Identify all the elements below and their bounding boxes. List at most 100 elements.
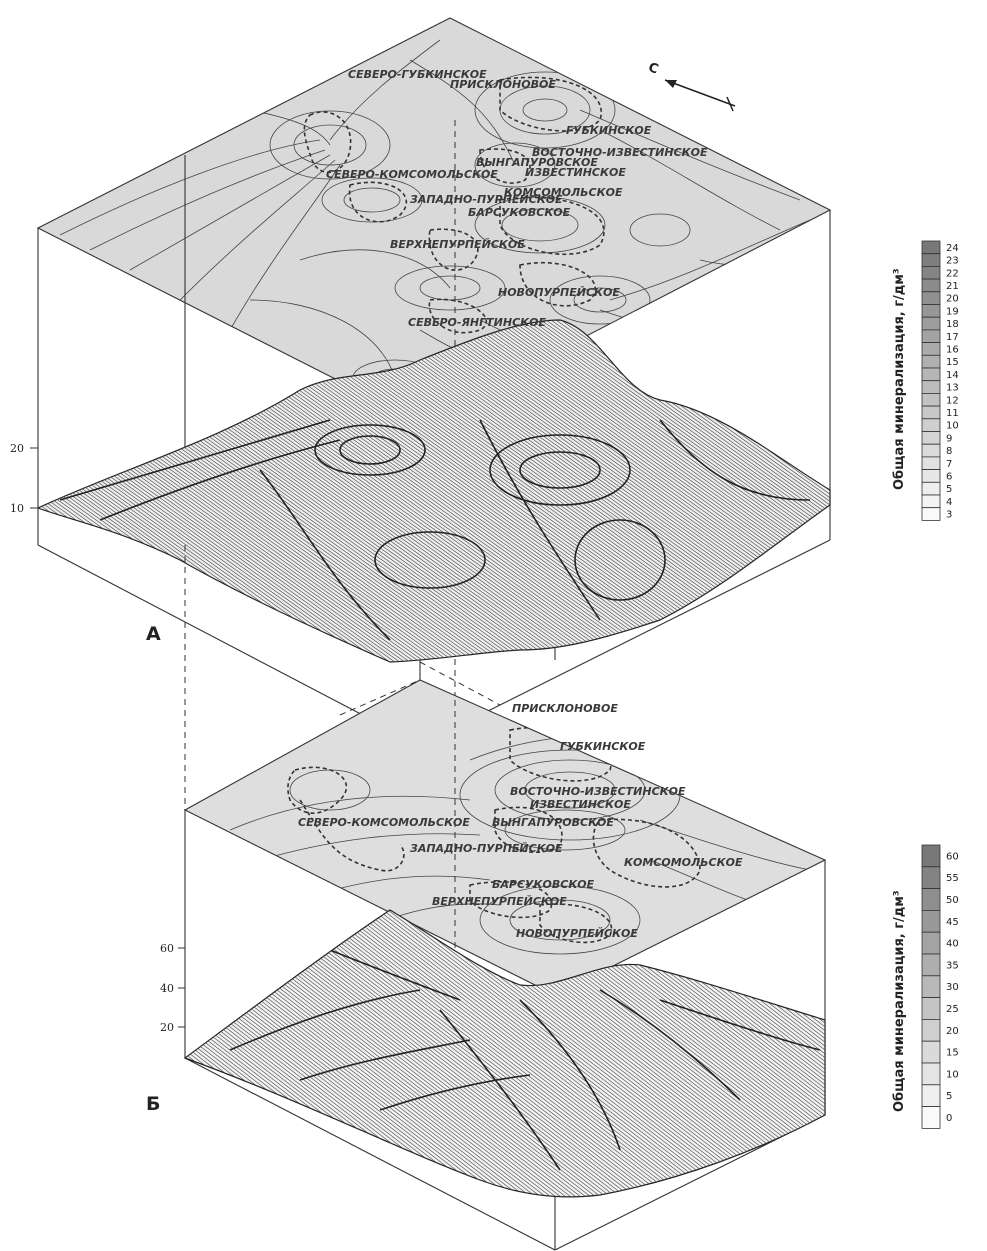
hatch-line bbox=[477, 320, 830, 662]
legend-value: 4 bbox=[946, 497, 952, 508]
hatch-line bbox=[980, 900, 987, 1210]
legend-value: 60 bbox=[946, 851, 959, 862]
legend-swatch bbox=[921, 1019, 941, 1042]
hatch-line bbox=[960, 900, 987, 1210]
field-label: ИЗВЕСТИНСКОЕ bbox=[525, 166, 626, 179]
axis-b-tick-60: 60 bbox=[160, 942, 174, 955]
hatch-line bbox=[314, 910, 719, 1197]
legend-value: 25 bbox=[946, 1004, 959, 1015]
block-b-axis: 60 40 20 bbox=[160, 942, 185, 1034]
hatch-line bbox=[38, 320, 421, 662]
legend-b-title: Общая минерализация, г/дм³ bbox=[892, 890, 907, 1112]
axis-a-tick-20: 20 bbox=[10, 442, 24, 455]
hatch-line bbox=[38, 320, 426, 662]
hatch-line bbox=[38, 320, 476, 662]
block-a-axis: 20 10 bbox=[10, 442, 38, 515]
hatch-line bbox=[304, 910, 709, 1197]
hatch-line bbox=[417, 320, 830, 662]
legend-value: 20 bbox=[946, 1026, 959, 1037]
hatch-line bbox=[900, 900, 987, 1210]
field-label: БАРСУКОВСКОЕ bbox=[468, 206, 571, 219]
hatch-line bbox=[903, 300, 987, 680]
legend-swatch bbox=[921, 1106, 941, 1129]
hatch-line bbox=[452, 320, 830, 662]
legend-swatch bbox=[921, 354, 941, 369]
legend-swatch bbox=[921, 291, 941, 305]
block-a-surface bbox=[36, 319, 831, 663]
hatch-line bbox=[269, 910, 674, 1197]
legend-value: 6 bbox=[946, 471, 952, 482]
hatch-line bbox=[334, 910, 739, 1197]
legend-value: 35 bbox=[946, 960, 959, 971]
hatch-line bbox=[492, 320, 830, 662]
hatch-line bbox=[845, 900, 987, 1210]
field-label: КОМСОМОЛЬСКОЕ bbox=[624, 856, 743, 869]
hatch-line bbox=[442, 320, 830, 662]
legend-value: 5 bbox=[946, 484, 952, 495]
hatch-line bbox=[324, 910, 729, 1197]
hatch-line bbox=[432, 320, 830, 662]
legend-swatch bbox=[921, 392, 941, 407]
hatch-line bbox=[349, 910, 754, 1197]
hatch-line bbox=[374, 910, 779, 1197]
hatch-line bbox=[38, 320, 416, 662]
hatch-line bbox=[38, 320, 436, 662]
hatch-line bbox=[185, 910, 504, 1197]
hatch-line bbox=[359, 910, 764, 1197]
hatch-line bbox=[835, 900, 987, 1210]
hatch-line bbox=[38, 320, 471, 662]
legend-swatch bbox=[921, 481, 941, 496]
hatch-line bbox=[397, 320, 830, 662]
legend-value: 10 bbox=[946, 421, 959, 432]
hatch-line bbox=[517, 320, 830, 662]
hatch-line bbox=[38, 320, 406, 662]
hatch-line bbox=[978, 300, 987, 680]
legend-value: 8 bbox=[946, 446, 952, 457]
hatch-line bbox=[898, 300, 987, 680]
block-b bbox=[183, 545, 987, 1251]
hatch-line bbox=[38, 320, 441, 662]
legend-swatch bbox=[921, 265, 941, 280]
hatch-line bbox=[38, 320, 411, 662]
legend-value: 7 bbox=[946, 459, 952, 470]
hatch-line bbox=[422, 320, 830, 662]
field-label: СЕВЕРО-ГУБКИНСКОЕ bbox=[348, 68, 487, 81]
field-label: ГУБКИНСКОЕ bbox=[566, 124, 652, 137]
hatch-line bbox=[462, 320, 830, 662]
legend-value: 15 bbox=[946, 357, 959, 368]
field-label: ЗАПАДНО-ПУРПЕЙСКОЕ bbox=[410, 842, 563, 855]
hatch-line bbox=[185, 910, 519, 1197]
legend-swatch bbox=[921, 469, 941, 483]
legend-swatch bbox=[921, 329, 941, 343]
hatch-line bbox=[392, 320, 830, 662]
legend-swatch bbox=[921, 240, 941, 255]
legend-value: 30 bbox=[946, 982, 959, 993]
hatch-line bbox=[294, 910, 699, 1197]
hatch-line bbox=[364, 910, 769, 1197]
legend-value: 19 bbox=[946, 306, 959, 317]
hatch-line bbox=[983, 300, 987, 680]
hatch-line bbox=[827, 320, 830, 662]
block-b-field-labels: ПРИСКЛОНОВОЕ ГУБКИНСКОЕ ВОСТОЧНО-ИЗВЕСТИ… bbox=[298, 702, 743, 940]
hatch-line bbox=[38, 320, 381, 662]
legend-swatch bbox=[921, 380, 941, 394]
hatch-line bbox=[384, 910, 789, 1197]
block-b-map-isolines bbox=[229, 726, 811, 955]
legend-value: 10 bbox=[946, 1069, 959, 1080]
hatch-line bbox=[344, 910, 749, 1197]
hatch-line bbox=[38, 320, 481, 662]
hatch-line bbox=[848, 300, 987, 680]
hatch-line bbox=[38, 320, 461, 662]
legend-value: 50 bbox=[946, 895, 959, 906]
hatch-line bbox=[447, 320, 830, 662]
field-label: ГУБКИНСКОЕ bbox=[560, 740, 646, 753]
north-arrow: С bbox=[646, 60, 736, 112]
hatch-line bbox=[830, 900, 987, 1210]
field-label: ПРИСКЛОНОВОЕ bbox=[512, 702, 618, 715]
hatch-line bbox=[838, 300, 987, 680]
hatch-line bbox=[185, 910, 514, 1197]
legend-b: Общая минерализация, г/дм³ 6055504540353… bbox=[892, 844, 959, 1129]
hatch-line bbox=[502, 320, 830, 662]
hatch-line bbox=[853, 300, 987, 680]
hatch-line bbox=[38, 320, 386, 662]
